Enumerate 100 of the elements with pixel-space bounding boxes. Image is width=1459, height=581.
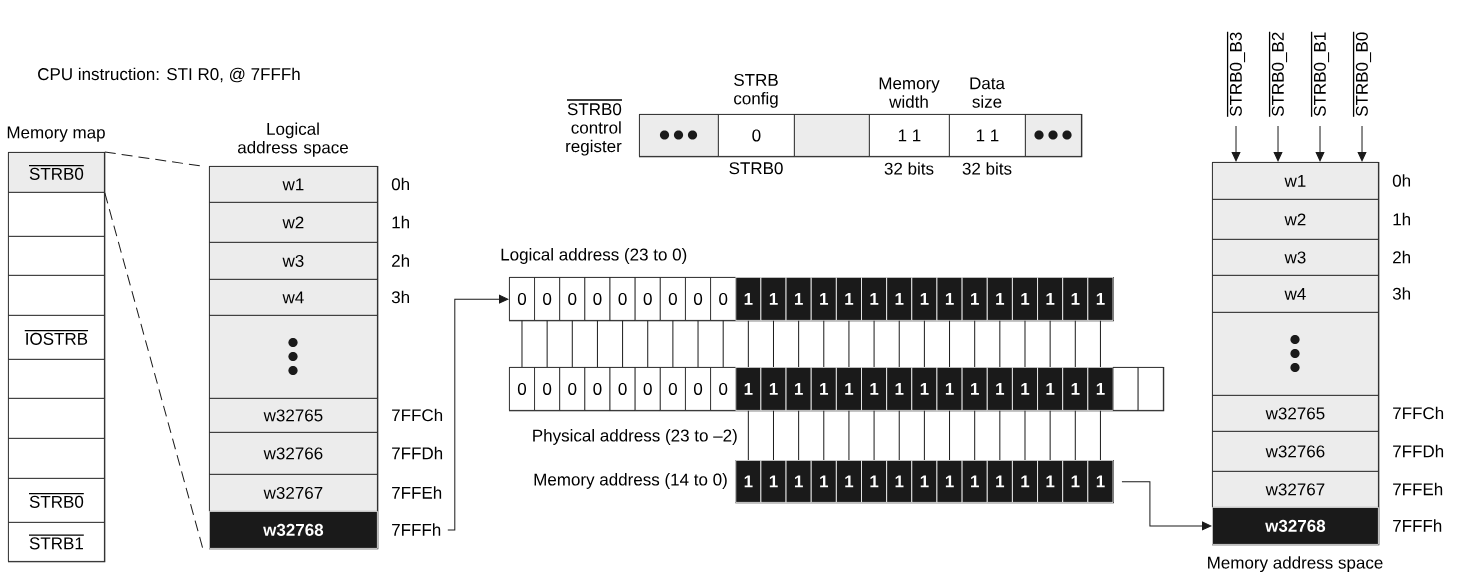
- address-label: 7FFCh: [392, 408, 443, 422]
- connector-line: [773, 410, 774, 461]
- arrow: [1357, 125, 1367, 162]
- connector-line: [596, 320, 598, 368]
- bit-cell: 1: [785, 367, 812, 411]
- register-field: [1025, 114, 1082, 157]
- memory-cell: STRB1: [8, 522, 105, 562]
- word-cell: w32766: [209, 432, 378, 475]
- bit-cell: 1: [986, 367, 1013, 411]
- word-cell: w4: [209, 279, 378, 316]
- memory-cell: [8, 438, 105, 479]
- bit-cell: 0: [685, 367, 711, 411]
- node-label: Memory address space: [1208, 556, 1383, 573]
- bit-cell: 1: [785, 277, 812, 321]
- bit-cell: 1: [1012, 367, 1038, 411]
- bit-cell: 1: [986, 277, 1013, 321]
- connector-line: [1049, 410, 1051, 461]
- word-cell: w2: [1212, 199, 1379, 240]
- connector-line: [823, 410, 825, 461]
- memory-cell: [8, 359, 105, 399]
- connector-line: [1024, 410, 1026, 461]
- connector-line: [1074, 320, 1076, 368]
- address-label: 1h: [392, 215, 409, 229]
- bit-cell: 1: [886, 460, 913, 503]
- word-cell: w3: [1212, 239, 1379, 276]
- bit-cell: 1: [911, 460, 938, 503]
- arrow: [1121, 481, 1212, 531]
- bit-cell: 0: [534, 277, 561, 321]
- connector-line: [1074, 410, 1076, 461]
- bit-cell: 0: [609, 277, 636, 321]
- bit-cell: 0: [559, 367, 586, 411]
- bit-cell: 1: [785, 460, 812, 503]
- memory-cell: [8, 236, 105, 276]
- bit-cell: 0: [659, 367, 686, 411]
- memory-cell: [8, 275, 105, 316]
- connector-line: [873, 410, 875, 461]
- connector-line: [1099, 320, 1101, 368]
- bit-cell: 1: [1062, 367, 1089, 411]
- address-label: 7FFDh: [1393, 444, 1444, 458]
- connector-line: [923, 410, 925, 461]
- bit-cell: 1: [936, 367, 963, 411]
- signal-label: STRB0_B0: [1352, 31, 1372, 118]
- node-label: Logical address space: [237, 122, 348, 157]
- bit-cell: 1: [1087, 277, 1114, 321]
- connector-line: [1049, 320, 1051, 368]
- address-label: 2h: [392, 254, 409, 267]
- bit-cell: 1: [986, 460, 1013, 503]
- arrow: [447, 294, 509, 531]
- connector-line: [848, 320, 850, 368]
- address-label: 3h: [1392, 287, 1410, 300]
- bit-cell: 0: [584, 367, 611, 411]
- connector-line: [848, 410, 850, 461]
- bit-cell: 1: [1062, 460, 1089, 503]
- address-label: 0h: [391, 177, 409, 191]
- bit-cell: 1: [810, 460, 837, 503]
- address-label: 3h: [391, 290, 409, 304]
- register-field: 0: [718, 114, 795, 157]
- word-cell: w4: [1212, 275, 1379, 313]
- bit-cell: 1: [961, 460, 988, 503]
- word-cell: w3: [209, 242, 378, 280]
- connector-line: [823, 320, 825, 368]
- signal-label: STRB0_B3: [1226, 31, 1246, 118]
- bit-cell: 1: [810, 277, 837, 321]
- bit-cell: 1: [861, 367, 888, 411]
- connector-line: [546, 320, 548, 368]
- node-label: Logical address (23 to 0): [501, 248, 687, 264]
- connector-line: [697, 320, 699, 368]
- connector-line: [622, 320, 624, 368]
- signal-label: STRB0_B2: [1268, 31, 1288, 118]
- word-cell: w1: [1212, 162, 1379, 200]
- signal-label: STRB0_B1: [1310, 31, 1330, 118]
- bit-cell: 1: [835, 460, 862, 503]
- memory-cell: IOSTRB: [8, 315, 105, 360]
- word-cell: w32768: [1212, 507, 1379, 545]
- bit-cell: 1: [1062, 277, 1089, 321]
- connector-line: [898, 320, 900, 368]
- word-cell: w32766: [1212, 431, 1379, 472]
- memory-cell: [8, 192, 105, 237]
- connector-line: [923, 320, 925, 368]
- memory-cell: STRB0: [8, 478, 105, 523]
- bit-cell: 1: [886, 277, 913, 321]
- connector-line: [949, 410, 951, 461]
- bit-cell: 1: [1087, 460, 1114, 503]
- arrow: [1231, 125, 1241, 162]
- bit-cell: 0: [509, 277, 535, 321]
- bit-cell: 1: [760, 277, 787, 321]
- register-field: 1 1: [869, 114, 950, 157]
- connector-line: [571, 320, 573, 368]
- bit-cell: 0: [509, 367, 535, 411]
- address-label: 7FFEh: [1393, 482, 1443, 496]
- word-cell: w32768: [209, 511, 378, 549]
- zoom-line: [104, 151, 202, 167]
- arrow: [1273, 125, 1283, 162]
- connector-line: [999, 410, 1001, 461]
- bit-cell: 0: [710, 277, 737, 321]
- connector-line: [773, 320, 774, 368]
- size-label: 32 bits: [884, 162, 934, 175]
- bit-cell: 1: [1087, 367, 1114, 411]
- bit-cell: 1: [911, 367, 938, 411]
- bit-cell: 1: [936, 277, 963, 321]
